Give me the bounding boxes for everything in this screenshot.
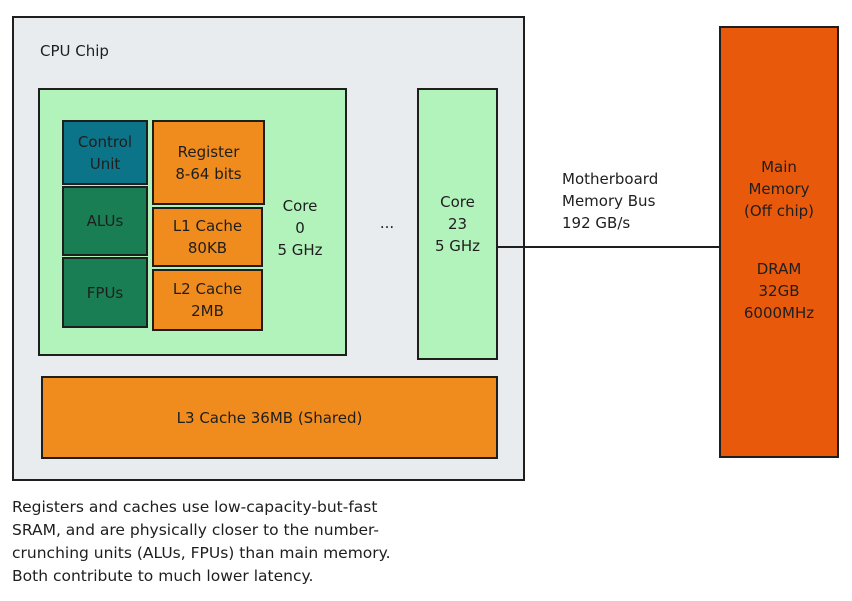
main-memory-box — [719, 26, 839, 458]
main-memory-label: Main Memory (Off chip) — [743, 158, 815, 220]
l1-cache-box: L1 Cache 80KB — [152, 207, 263, 267]
memory-bus-label: Motherboard Memory Bus 192 GB/s — [562, 170, 659, 232]
control-unit-box: Control Unit — [62, 120, 148, 185]
caption-text: Registers and caches use low-capacity-bu… — [12, 498, 391, 585]
registers-box: Register 8-64 bits — [152, 120, 265, 205]
fpus-label: FPUs — [86, 283, 124, 302]
core-0-label: Core 0 5 GHz — [277, 197, 323, 259]
alus-label: ALUs — [86, 212, 124, 230]
alus-box: ALUs — [62, 186, 148, 256]
core-23-box: Core 23 5 GHz — [417, 88, 498, 360]
registers-label: Register 8-64 bits — [175, 142, 242, 183]
ellipsis: ... — [379, 214, 395, 232]
main-memory-spec: DRAM 32GB 6000MHz — [743, 260, 815, 322]
memory-bus-line — [498, 246, 719, 248]
fpus-box: FPUs — [62, 257, 148, 328]
l2-cache-label: L2 Cache 2MB — [172, 280, 243, 320]
l3-cache-box: L3 Cache 36MB (Shared) — [41, 376, 498, 459]
l1-cache-label: L1 Cache 80KB — [172, 217, 243, 257]
cpu-chip-title: CPU Chip — [40, 42, 109, 60]
core-23-label: Core 23 5 GHz — [434, 193, 481, 255]
control-unit-label: Control Unit — [77, 132, 133, 173]
l2-cache-box: L2 Cache 2MB — [152, 269, 263, 331]
l3-cache-label: L3 Cache 36MB (Shared) — [176, 408, 363, 427]
